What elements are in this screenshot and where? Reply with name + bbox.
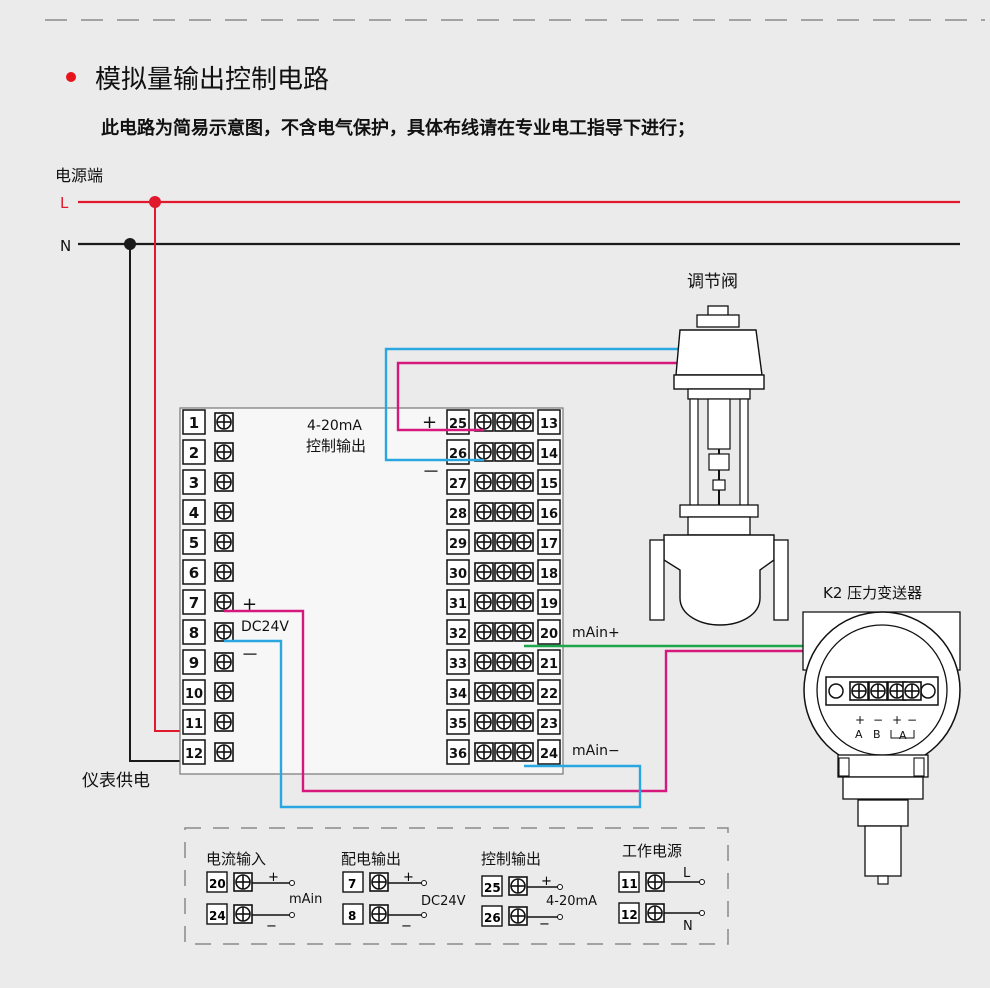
legend-term-12: 12 <box>621 908 638 922</box>
main-minus-label: mAin− <box>572 743 620 759</box>
legend-range-text: 4-20mA <box>546 894 597 909</box>
terminal-22: 22 <box>540 687 558 702</box>
terminal-33: 33 <box>449 657 467 672</box>
terminal-6: 6 <box>189 564 199 582</box>
legend-power-output-title: 配电输出 <box>341 850 401 868</box>
terminal-5: 5 <box>189 534 199 552</box>
terminal-3: 3 <box>189 474 199 492</box>
line-N-label: N <box>60 237 71 255</box>
terminal-20: 20 <box>540 627 558 642</box>
valve-label: 调节阀 <box>687 272 738 292</box>
terminal-26: 26 <box>449 447 467 462</box>
wire-magenta-25-to-valve <box>396 361 690 432</box>
terminal-21: 21 <box>540 657 558 672</box>
svg-text:−: − <box>266 919 277 934</box>
terminal-30: 30 <box>449 567 467 582</box>
transmitter-label: K2 压力变送器 <box>823 584 922 602</box>
output-label-control: 控制输出 <box>306 437 366 455</box>
heading-note: 此电路为简易示意图，不含电气保护，具体布线请在专业电工指导下进行； <box>101 117 695 139</box>
legend-working-power-title: 工作电源 <box>622 842 682 860</box>
terminal-10: 10 <box>185 687 203 702</box>
transmitter-pin-3: + <box>892 713 902 727</box>
terminal-11: 11 <box>185 717 203 732</box>
legend-term-20: 20 <box>209 877 226 891</box>
terminal-17: 17 <box>540 537 558 552</box>
legend-power-output: 配电输出 7 8 + DC24V − <box>341 850 466 934</box>
terminal-4: 4 <box>189 504 199 522</box>
terminal-34: 34 <box>449 687 467 702</box>
transmitter-letter-a2: A <box>899 729 907 742</box>
terminal-28: 28 <box>449 507 467 522</box>
terminal-9: 9 <box>189 654 199 672</box>
legend-term-24: 24 <box>209 909 226 923</box>
terminal-29: 29 <box>449 537 467 552</box>
terminal-24: 24 <box>540 747 558 762</box>
terminal-31: 31 <box>449 597 467 612</box>
terminal-16: 16 <box>540 507 558 522</box>
transmitter-letter-b: B <box>873 728 881 741</box>
terminal-15: 15 <box>540 477 558 492</box>
svg-text:+: + <box>268 870 279 885</box>
instrument-supply-label: 仪表供电 <box>82 771 150 791</box>
legend-main-text: mAin <box>289 892 322 907</box>
svg-text:−: − <box>401 919 412 934</box>
transmitter-pin-1: + <box>855 713 865 727</box>
svg-text:+: + <box>541 874 552 889</box>
terminal-23: 23 <box>540 717 558 732</box>
terminal-8: 8 <box>189 624 199 642</box>
terminal-27: 27 <box>449 477 467 492</box>
transmitter-pin-2: − <box>873 713 883 727</box>
legend-control-output: 控制输出 25 26 + 4-20mA − <box>481 850 597 932</box>
right-terminal-block: 25 13 26 14 27 15 28 16 29 17 30 18 31 19 32 20 33 21 34 22… <box>446 409 561 765</box>
output-plus-sign: + <box>422 412 437 433</box>
terminal-1: 1 <box>189 414 199 432</box>
terminal-36: 36 <box>449 747 467 762</box>
terminal-2: 2 <box>189 444 199 462</box>
terminal-32: 32 <box>449 627 467 642</box>
legend-working-power: 工作电源 11 12 L N <box>618 842 705 934</box>
svg-text:+: + <box>403 870 414 885</box>
terminal-25: 25 <box>449 417 467 432</box>
terminal-13: 13 <box>540 417 558 432</box>
transmitter-letter-a: A <box>855 728 863 741</box>
dc24v-label: DC24V <box>241 619 289 635</box>
legend-current-input-title: 电流输入 <box>206 850 266 868</box>
heading-title: 模拟量输出控制电路 <box>95 65 329 95</box>
legend-L-text: L <box>683 866 691 881</box>
legend-term-25: 25 <box>484 881 501 895</box>
terminal-7: 7 <box>189 594 199 612</box>
wire-blue-8 <box>224 639 642 809</box>
line-L-label: L <box>60 194 69 212</box>
legend-term-7: 7 <box>348 877 356 891</box>
legend-control-output-title: 控制输出 <box>481 850 541 868</box>
legend-term-8: 8 <box>348 909 356 923</box>
legend-term-11: 11 <box>621 877 638 891</box>
main-plus-label: mAin+ <box>572 625 620 641</box>
legend-term-26: 26 <box>484 911 501 925</box>
legend-dc24v-text: DC24V <box>421 894 466 909</box>
control-valve: 调节阀 <box>649 272 789 626</box>
terminal-12: 12 <box>185 747 203 762</box>
dc24v-minus-sign: － <box>241 645 259 666</box>
terminal-18: 18 <box>540 567 558 582</box>
transmitter-pin-4: − <box>907 713 917 727</box>
output-label-range: 4-20mA <box>307 418 362 434</box>
output-minus-sign: － <box>422 462 440 483</box>
legend-current-input: 电流输入 20 24 + mAin − <box>206 850 322 934</box>
legend-N-text: N <box>683 919 693 934</box>
power-source-label: 电源端 <box>55 166 103 185</box>
terminal-14: 14 <box>540 447 558 462</box>
dc24v-plus-sign: + <box>242 594 257 615</box>
svg-text:−: − <box>539 917 550 932</box>
terminal-35: 35 <box>449 717 467 732</box>
pressure-transmitter: K2 压力变送器 + − + − A B A <box>802 584 961 885</box>
wire-blue-26-to-valve <box>384 347 690 462</box>
heading-bullet <box>66 72 76 82</box>
legend-box <box>184 827 729 945</box>
terminal-19: 19 <box>540 597 558 612</box>
